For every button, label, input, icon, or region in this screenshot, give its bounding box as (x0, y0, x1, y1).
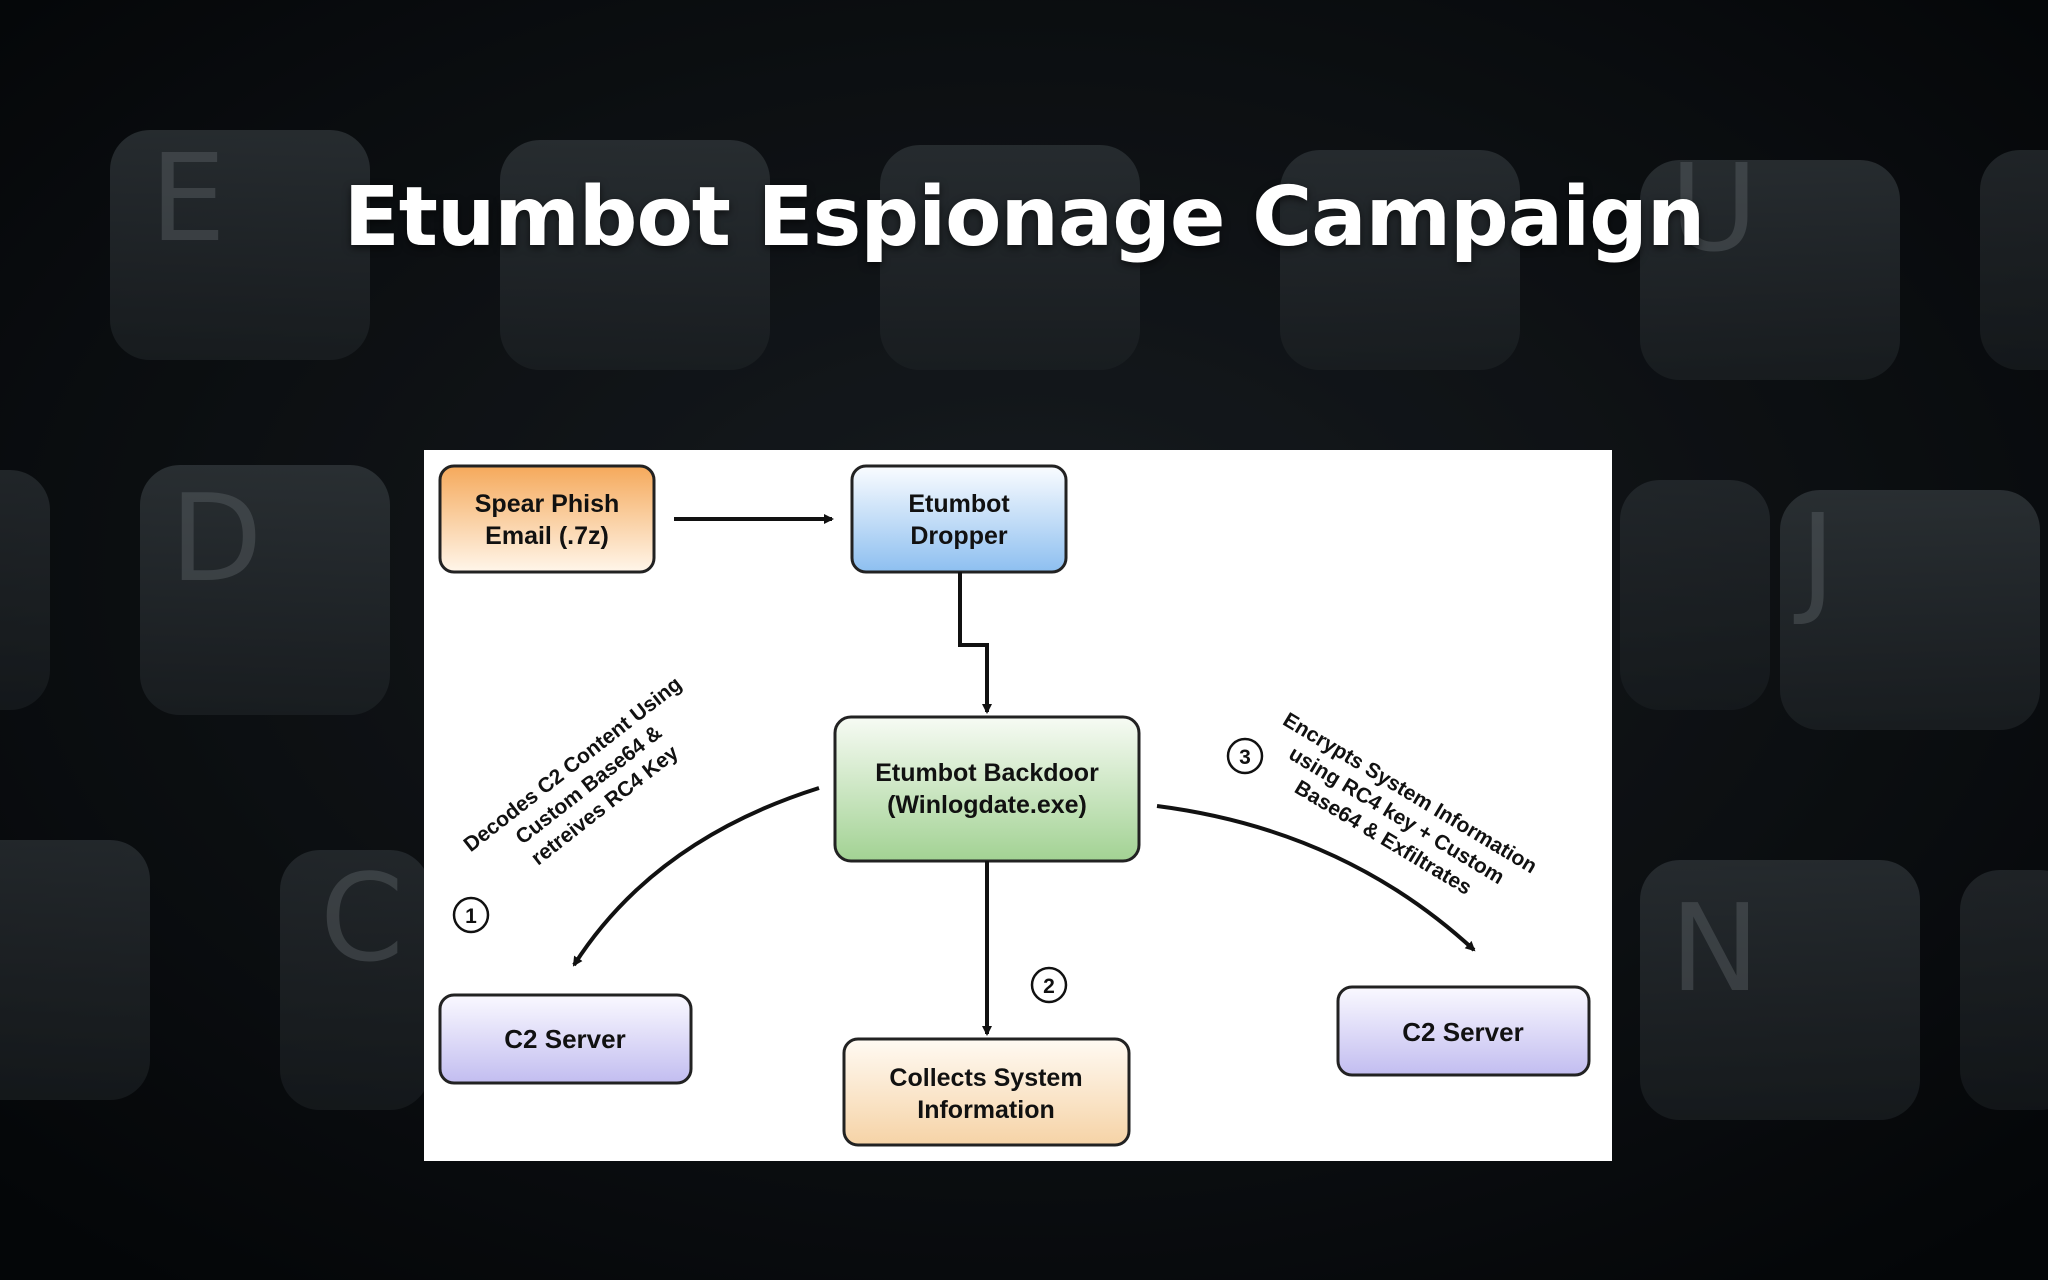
arrow-backdoor-to-c2-left (572, 786, 820, 967)
key-shape (110, 130, 370, 360)
key-shape (0, 840, 150, 1100)
key-shape (1640, 160, 1900, 380)
key-shape (1780, 490, 2040, 730)
collects-info-node: Collects System Information (842, 1037, 1131, 1147)
spear-phish-label-line1: Spear Phish (475, 490, 620, 518)
backdoor-label-line1: Etumbot Backdoor (875, 759, 1099, 787)
key-shape (280, 850, 430, 1110)
key-shape (1280, 150, 1520, 370)
step-1-annotation: Decodes C2 Content Using Custom Base64 &… (460, 672, 687, 869)
step-3-number: 3 (1239, 746, 1251, 769)
key-shape (1640, 860, 1920, 1120)
arrow-backdoor-to-c2-right (1156, 804, 1476, 952)
key-shape (0, 470, 50, 710)
dropper-label-line1: Etumbot (908, 490, 1010, 518)
backdoor-node: Etumbot Backdoor (Winlogdate.exe) (833, 715, 1141, 863)
collects-label-line1: Collects System (889, 1064, 1082, 1092)
step-3-line2: using RC4 key + Custom (1285, 742, 1508, 889)
spear-phish-node: Spear Phish Email (.7z) (438, 464, 656, 574)
step-3-marker: 3 (1226, 737, 1264, 775)
backdoor-label-line2: (Winlogdate.exe) (887, 791, 1087, 819)
c2-server-right-label: C2 Server (1402, 1017, 1523, 1047)
key-shape (140, 465, 390, 715)
step-2-marker: 2 (1030, 966, 1068, 1004)
c2-server-left-label: C2 Server (504, 1024, 625, 1054)
attack-flow-diagram: Spear Phish Email (.7z) Etumbot Dropper … (438, 464, 1591, 1147)
spear-phish-label-line2: Email (.7z) (485, 522, 609, 550)
step-1-number: 1 (465, 905, 477, 928)
key-shape (880, 145, 1140, 370)
collects-label-line2: Information (917, 1096, 1055, 1124)
key-shape (1980, 150, 2048, 370)
c2-server-left-node: C2 Server (438, 993, 693, 1085)
slide-title: Etumbot Espionage Campaign (343, 170, 1706, 265)
step-1-marker: 1 (452, 896, 490, 934)
key-letter: N (1670, 880, 1760, 1019)
key-letter: J (1793, 490, 1835, 629)
key-letter: E (150, 130, 226, 269)
key-shape (500, 140, 770, 370)
key-shape (1960, 870, 2048, 1110)
c2-server-right-node: C2 Server (1336, 985, 1591, 1077)
dropper-label-line2: Dropper (910, 522, 1008, 550)
dropper-node: Etumbot Dropper (850, 464, 1068, 574)
arrow-dropper-to-backdoor (958, 572, 992, 714)
key-letter: C (320, 850, 404, 989)
key-letter: D (170, 470, 262, 609)
key-letter: U (1670, 140, 1758, 279)
key-shape (1620, 480, 1770, 710)
diagram-panel: Spear Phish Email (.7z) Etumbot Dropper … (424, 450, 1612, 1161)
step-2-number: 2 (1043, 975, 1055, 998)
